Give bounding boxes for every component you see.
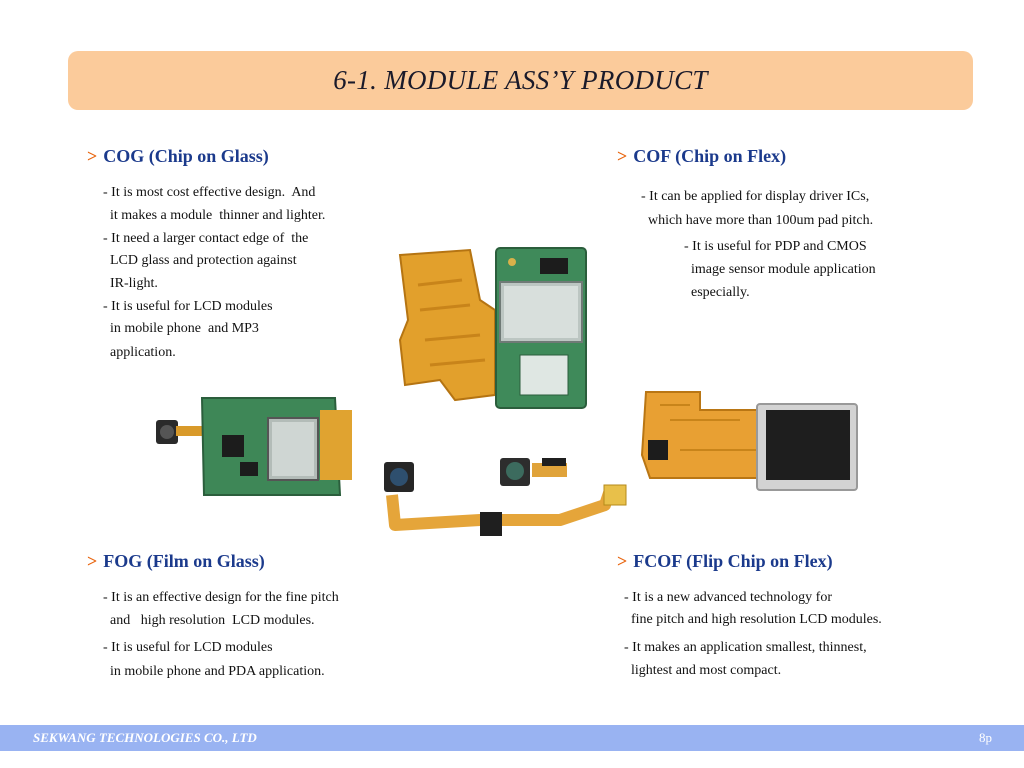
cof-line: - It is useful for PDP and CMOS <box>684 239 867 254</box>
fog-line: - It is useful for LCD modules <box>103 640 273 655</box>
cog-line: IR-light. <box>103 276 158 291</box>
bullet-arrow-icon: > <box>87 551 98 571</box>
cog-line: in mobile phone and MP3 <box>103 321 259 336</box>
bullet-arrow-icon: > <box>617 551 628 571</box>
bullet-arrow-icon: > <box>617 146 628 166</box>
fog-module-image <box>156 397 352 496</box>
camera-flex-image <box>384 458 627 536</box>
fcof-heading: >FCOF (Flip Chip on Flex) <box>617 551 833 572</box>
cof-line: - It can be applied for display driver I… <box>641 189 870 204</box>
cog-heading-text: COG (Chip on Glass) <box>103 146 269 166</box>
fcof-heading-text: FCOF (Flip Chip on Flex) <box>633 551 833 571</box>
fcof-line: lightest and most compact. <box>624 663 782 678</box>
fog-line: and high resolution LCD modules. <box>103 613 315 628</box>
cog-line: application. <box>103 345 176 360</box>
cof-line: image sensor module application <box>684 262 876 277</box>
cof-heading-text: COF (Chip on Flex) <box>633 146 787 166</box>
cog-heading: >COG (Chip on Glass) <box>87 146 269 167</box>
fcof-line: - It makes an application smallest, thin… <box>624 640 867 655</box>
fog-line: - It is an effective design for the fine… <box>103 590 339 605</box>
company-name: SEKWANG TECHNOLOGIES CO., LTD <box>33 730 257 745</box>
cog-module-image <box>398 247 587 409</box>
bullet-arrow-icon: > <box>87 146 98 166</box>
cog-line: LCD glass and protection against <box>103 253 297 268</box>
cof-heading: >COF (Chip on Flex) <box>617 146 786 167</box>
cof-line: especially. <box>684 285 750 300</box>
title-banner: 6-1. MODULE ASS’Y PRODUCT <box>68 51 973 110</box>
cog-line: - It need a larger contact edge of the <box>103 231 309 246</box>
fcof-line: - It is a new advanced technology for <box>624 590 832 605</box>
page-title: 6-1. MODULE ASS’Y PRODUCT <box>333 65 708 95</box>
cog-line: - It is most cost effective design. And <box>103 185 316 200</box>
cog-line: it makes a module thinner and lighter. <box>103 208 326 223</box>
page-number: 8p <box>979 730 992 745</box>
fog-heading-text: FOG (Film on Glass) <box>103 551 265 571</box>
cof-line: which have more than 100um pad pitch. <box>641 213 874 228</box>
cog-line: - It is useful for LCD modules <box>103 299 273 314</box>
fog-heading: >FOG (Film on Glass) <box>87 551 265 572</box>
fcof-line: fine pitch and high resolution LCD modul… <box>624 612 882 627</box>
cof-module-image <box>640 391 858 491</box>
footer-bar: SEKWANG TECHNOLOGIES CO., LTD 8p <box>0 725 1024 751</box>
fog-line: in mobile phone and PDA application. <box>103 664 325 679</box>
